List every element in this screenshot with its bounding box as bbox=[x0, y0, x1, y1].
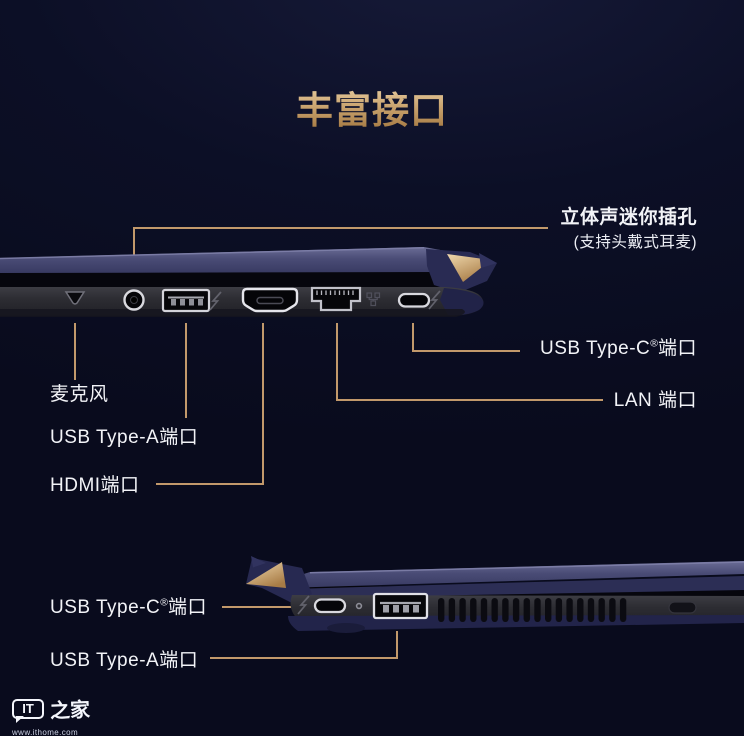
callout-line-usb-c-top bbox=[412, 323, 520, 352]
laptop-lid-edge bbox=[283, 561, 744, 588]
laptop-lid-edge bbox=[0, 247, 450, 273]
hinge-gold-accent bbox=[447, 254, 491, 282]
ithome-brand-text: 之家 bbox=[49, 697, 91, 723]
label-lan: LAN 端口 bbox=[613, 390, 697, 411]
laptop-left-side-view bbox=[0, 247, 497, 317]
hdmi-port-icon bbox=[241, 287, 299, 313]
label-stereo-jack: 立体声迷你插孔 (支持头戴式耳麦) bbox=[560, 207, 697, 252]
laptop-hinge-gap bbox=[0, 270, 440, 289]
usb-c-port-icon bbox=[397, 292, 431, 308]
base-bottom-lip bbox=[0, 309, 465, 317]
laptop-right-side-view bbox=[246, 556, 744, 633]
ithome-watermark: IT 之家 www.ithome.com bbox=[12, 694, 90, 736]
ithome-url: www.ithome.com bbox=[12, 728, 79, 736]
label-hdmi: HDMI端口 bbox=[50, 475, 140, 496]
label-usb-c-bottom-suffix: 端口 bbox=[167, 597, 207, 618]
registered-mark: ® bbox=[650, 338, 658, 350]
usb-a-port-icon bbox=[372, 592, 429, 620]
label-usb-c-bottom-text: USB Type-C bbox=[50, 597, 161, 618]
hinge-tip bbox=[251, 556, 266, 568]
hinge-underside bbox=[440, 288, 484, 316]
label-usb-c-bottom: USB Type-C®端口 bbox=[50, 597, 207, 620]
cooling-vents bbox=[438, 598, 628, 622]
lid-lower-band bbox=[292, 576, 744, 598]
label-microphone: 麦克风 bbox=[50, 384, 109, 405]
page-title: 丰富接口 bbox=[0, 80, 744, 134]
label-stereo-jack-line1: 立体声迷你插孔 bbox=[560, 207, 697, 228]
label-usb-a-top: USB Type-A端口 bbox=[50, 427, 199, 448]
thunderbolt-icon bbox=[428, 290, 441, 310]
usb-c-port-icon bbox=[313, 598, 347, 614]
microphone-pinhole-icon bbox=[64, 291, 86, 305]
network-icon bbox=[366, 292, 381, 307]
thunderbolt-icon bbox=[297, 595, 310, 615]
label-usb-c-top-text: USB Type-C bbox=[540, 338, 651, 359]
hinge-tip bbox=[479, 253, 497, 268]
laptop-base bbox=[0, 287, 484, 316]
callout-line-lan bbox=[336, 323, 603, 401]
hinge-gold-accent bbox=[246, 562, 286, 588]
lid-highlight bbox=[309, 561, 744, 574]
registered-mark: ® bbox=[160, 597, 168, 609]
ithome-logo-icon: IT bbox=[12, 698, 44, 723]
rubber-foot bbox=[327, 623, 365, 633]
kensington-lock-slot bbox=[668, 601, 697, 614]
lan-port-icon bbox=[310, 286, 362, 312]
callout-line-hdmi bbox=[156, 323, 264, 485]
label-usb-a-bottom: USB Type-A端口 bbox=[50, 650, 199, 671]
audio-jack-inner bbox=[130, 296, 138, 304]
thunderbolt-icon bbox=[209, 291, 222, 311]
label-stereo-jack-line2: (支持头戴式耳麦) bbox=[573, 233, 697, 251]
label-usb-c-top-suffix: 端口 bbox=[657, 338, 697, 359]
status-led bbox=[355, 602, 363, 610]
usb-a-port-icon bbox=[161, 288, 211, 313]
callout-line-usb-a-bottom bbox=[210, 631, 398, 659]
label-usb-c-top: USB Type-C®端口 bbox=[540, 338, 697, 361]
lid-highlight bbox=[0, 247, 425, 260]
ithome-logo-text: IT bbox=[22, 701, 34, 716]
